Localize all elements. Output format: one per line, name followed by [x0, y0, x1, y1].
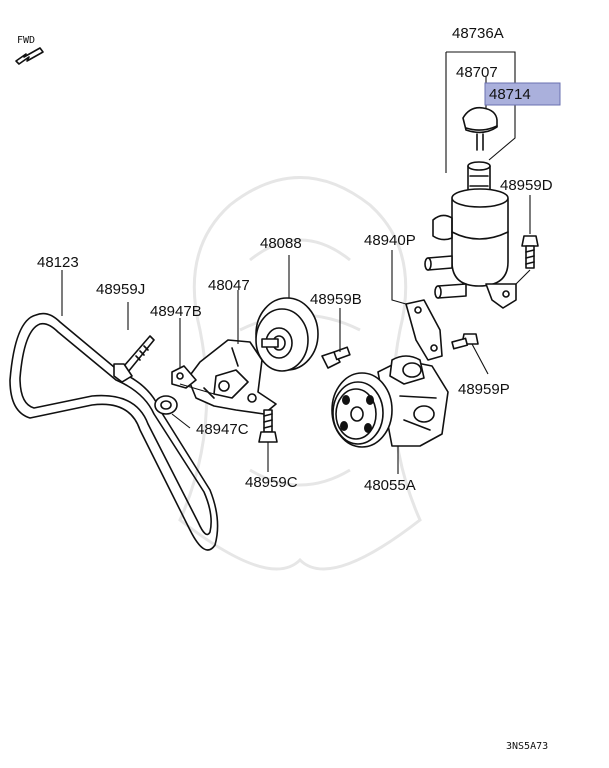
label-48959P: 48959P [458, 381, 510, 398]
label-48940P: 48940P [364, 232, 416, 249]
label-48736A: 48736A [452, 25, 504, 42]
diagram-code: 3NS5A73 [506, 741, 548, 752]
label-48959C: 48959C [245, 474, 298, 491]
label-48959J: 48959J [96, 281, 145, 298]
tensioner-bracket [187, 290, 277, 415]
idler-pulley [255, 255, 319, 372]
label-48947C: 48947C [196, 421, 249, 438]
reservoir-bracket [485, 283, 517, 309]
label-48947B: 48947B [150, 303, 202, 320]
bolt-48959J [113, 302, 155, 383]
reservoir-group [424, 51, 561, 309]
bolt-48959C [258, 409, 278, 472]
adjuster-48947B [171, 318, 215, 395]
bolt-48959B [321, 308, 351, 369]
label-48088: 48088 [260, 235, 302, 252]
highlight-48714-box [484, 82, 561, 106]
nut-48947C [154, 395, 191, 429]
label-48707: 48707 [456, 64, 498, 81]
fwd-indicator: FWD [15, 35, 44, 65]
label-48959B: 48959B [310, 291, 362, 308]
label-48123: 48123 [37, 254, 79, 271]
reservoir-cap [462, 106, 498, 134]
power-steering-pump [331, 355, 449, 474]
label-48055A: 48055A [364, 477, 416, 494]
label-48047: 48047 [208, 277, 250, 294]
label-48959D: 48959D [500, 177, 553, 194]
fwd-label: FWD [17, 35, 35, 46]
arrow-down-left-icon [15, 47, 44, 65]
bolt-48959P [451, 333, 489, 375]
pump-bracket [391, 250, 443, 361]
bolt-48959D [521, 235, 539, 247]
label-48714: 48714 [489, 86, 531, 103]
